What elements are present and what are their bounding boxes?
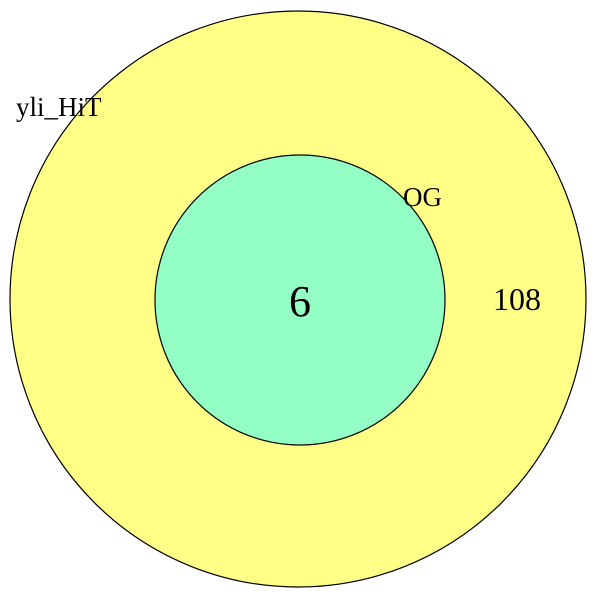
- region-count-og: 6: [289, 277, 311, 326]
- set-label-yli-hit: yli_HiT: [16, 92, 102, 122]
- region-count-yli-hit-only: 108: [493, 281, 541, 317]
- set-label-og: OG: [403, 182, 442, 212]
- set-circle-og: [154, 154, 446, 446]
